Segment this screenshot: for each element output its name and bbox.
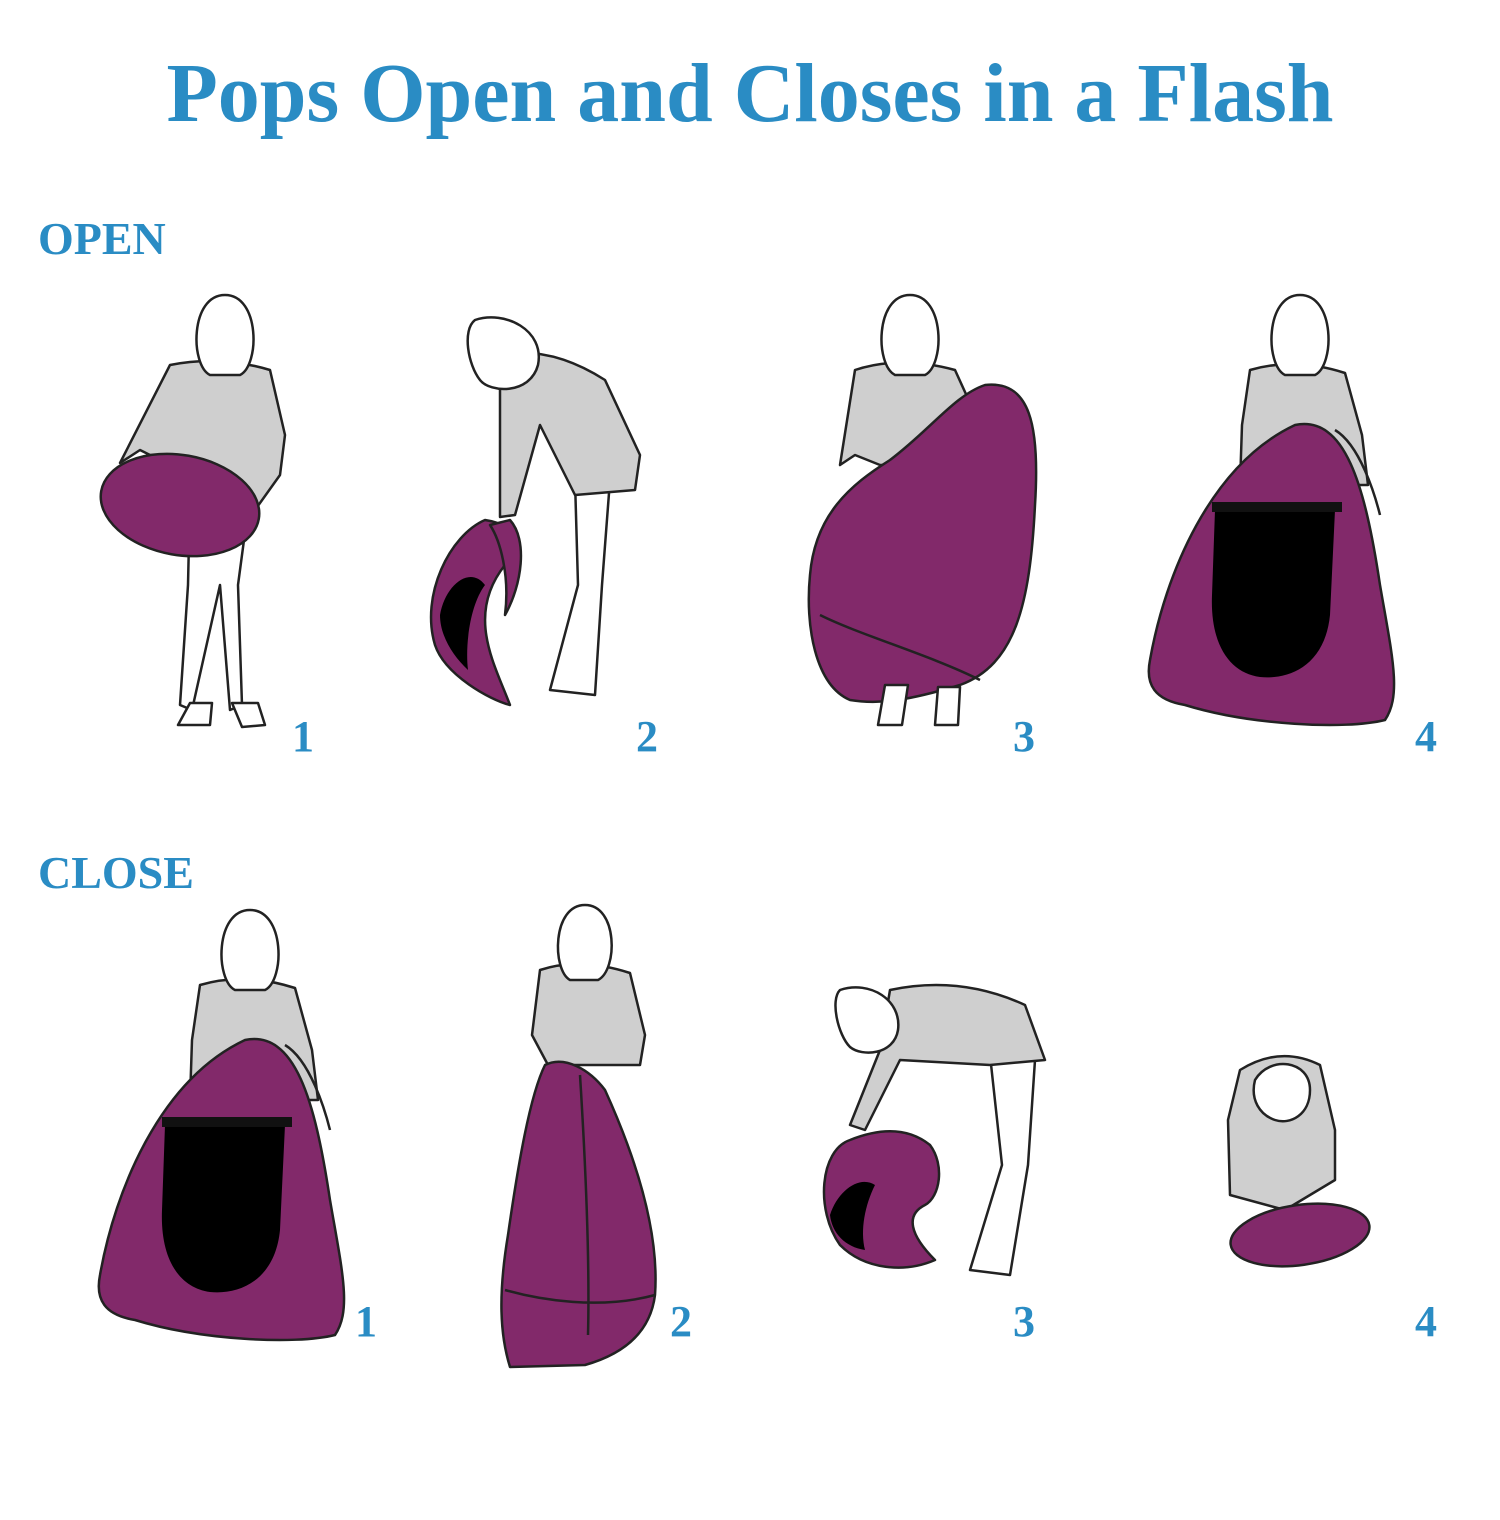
open-step-1-number: 1 — [292, 712, 314, 761]
section-label-close: CLOSE — [38, 847, 194, 898]
figure-crouching-with-packed-tent — [1225, 1054, 1375, 1276]
open-step-4 — [1130, 285, 1470, 765]
close-step-1-number: 1 — [355, 1297, 377, 1346]
open-step-4-number: 4 — [1415, 712, 1437, 761]
figure-standing-holding-folded-tent — [91, 293, 287, 729]
close-step-2 — [470, 895, 810, 1375]
figure-bending-twisting-tent — [822, 983, 1047, 1277]
figure-standing-behind-open-tent — [1147, 293, 1396, 727]
open-step-3 — [790, 285, 1130, 765]
section-label-open: OPEN — [38, 213, 166, 264]
open-step-1 — [60, 285, 400, 765]
open-step-3-number: 3 — [1013, 712, 1035, 761]
figure-standing-holding-expanding-tent — [807, 293, 1038, 727]
figure-bending-releasing-tent — [429, 316, 642, 707]
open-step-2-number: 2 — [636, 712, 658, 761]
close-step-4-number: 4 — [1415, 1297, 1437, 1346]
close-step-3 — [810, 965, 1150, 1445]
close-step-2-number: 2 — [670, 1297, 692, 1346]
close-step-4 — [1190, 1040, 1500, 1520]
figure-standing-folding-tent-sides — [500, 903, 657, 1369]
open-step-2 — [410, 285, 750, 765]
page-title: Pops Open and Closes in a Flash — [166, 47, 1334, 140]
close-step-3-number: 3 — [1013, 1297, 1035, 1346]
